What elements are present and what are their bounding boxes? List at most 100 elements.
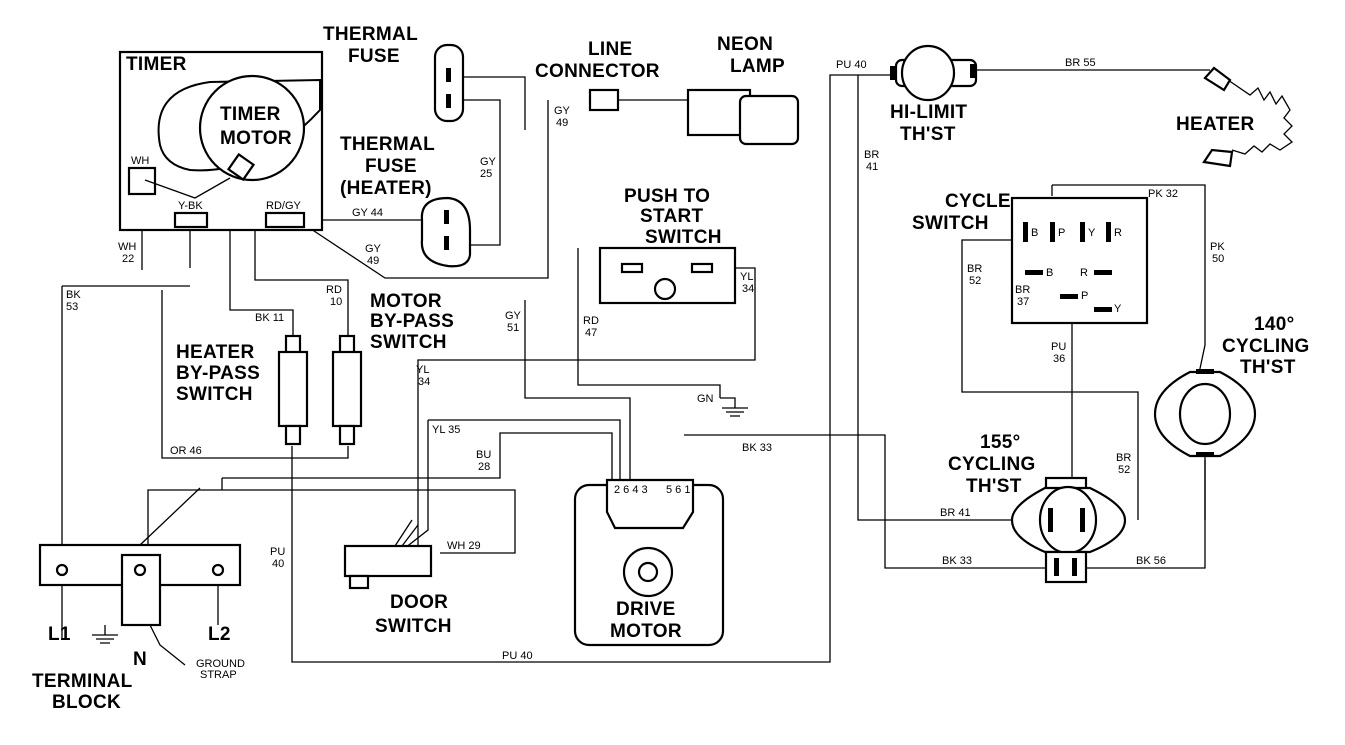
label-neon-lamp-2: LAMP xyxy=(730,56,785,77)
timer xyxy=(118,50,324,232)
wl-gy44: GY 44 xyxy=(352,207,383,219)
label-motor-bypass-2: BY-PASS xyxy=(370,311,454,332)
thermal-fuse-body xyxy=(433,43,465,123)
wl-bk11: BK 11 xyxy=(255,312,284,324)
wire-rd10 xyxy=(254,228,349,338)
label-terminal-block-2: BLOCK xyxy=(52,692,121,713)
thermal-fuse-heater-pin-1 xyxy=(444,210,449,224)
heater-bypass-bottom xyxy=(284,424,302,446)
wl-pu40-bottom: PU 40 xyxy=(502,650,533,662)
term-cs-r2: R xyxy=(1080,267,1088,279)
wl-bk53-b: 53 xyxy=(66,301,78,313)
drive-motor-plug xyxy=(605,478,695,530)
label-cycle-switch-2: SWITCH xyxy=(912,213,989,234)
term-wh: WH xyxy=(131,155,149,167)
wl-gy51-a: GY xyxy=(505,310,522,322)
label-hi-limit-1: HI-LIMIT xyxy=(890,102,967,123)
label-cycling-155-3: TH'ST xyxy=(966,476,1022,497)
wl-pu36-a: PU xyxy=(1051,341,1066,353)
term-cs-b2: B xyxy=(1046,267,1053,279)
wl-pk50-b: 50 xyxy=(1212,253,1224,265)
terminal-ground-icon xyxy=(92,625,118,644)
wl-br52-a: BR xyxy=(967,263,982,275)
wl-gy49-top-a: GY xyxy=(554,105,571,117)
terminal-l1-screw xyxy=(55,563,69,577)
terminal-block xyxy=(38,543,242,644)
wire-thermal-line xyxy=(460,76,526,130)
wire-pu40 xyxy=(291,74,898,663)
label-neon-lamp-1: NEON xyxy=(717,34,773,55)
thermal-fuse-pin-1 xyxy=(446,68,451,82)
cycle-switch-pin-r xyxy=(1106,222,1111,242)
label-heater-bypass-3: SWITCH xyxy=(176,384,253,405)
label-cycling-155-2: CYCLING xyxy=(948,454,1036,475)
term-cs-p: P xyxy=(1058,227,1065,239)
wl-pu36-b: 36 xyxy=(1053,353,1065,365)
cycling-140-pin-2 xyxy=(1196,452,1214,457)
wl-bk53-a: BK xyxy=(66,289,81,301)
cycle-switch-pin-p xyxy=(1050,222,1055,242)
door-switch-lever xyxy=(394,519,419,547)
wire-labels: WH 22 BK 53 GY 44 GY 25 GY 49 GY 49 RD 1… xyxy=(66,57,1225,662)
cycle-switch-pin-y2 xyxy=(1094,307,1112,312)
label-drive-motor-1: DRIVE xyxy=(616,599,676,620)
wire-bu28 xyxy=(222,432,613,484)
cycling-140-body xyxy=(1178,382,1232,446)
cycling-155-thermostat xyxy=(1010,476,1127,584)
label-cycling-155-1: 155° xyxy=(980,432,1021,453)
motor-bypass-bottom xyxy=(338,424,356,446)
cycle-switch-pin-p2 xyxy=(1060,294,1078,299)
wire-bk11 xyxy=(229,218,294,338)
wl-gy49-top-b: 49 xyxy=(556,117,568,129)
hi-limit-pin-1 xyxy=(890,66,895,80)
term-ybk: Y-BK xyxy=(178,200,203,212)
drive-motor xyxy=(573,478,725,647)
wl-or46: OR 46 xyxy=(170,445,202,457)
door-switch xyxy=(343,519,433,590)
wire-pk32 xyxy=(1051,184,1206,379)
wl-br41-b: 41 xyxy=(866,161,878,173)
timer-motor xyxy=(198,74,306,182)
wire-bk53 xyxy=(61,230,191,640)
door-switch-foot xyxy=(348,574,370,590)
thermal-fuse-heater xyxy=(420,196,472,268)
thermal-fuse-pin-2 xyxy=(446,94,451,108)
component-labels: TIMER TIMER MOTOR THERMAL FUSE THERMAL F… xyxy=(32,24,1310,713)
wl-yl34-b: 34 xyxy=(418,376,430,388)
wl-pk50-a: PK xyxy=(1210,241,1225,253)
wl-pk32: PK 32 xyxy=(1148,188,1178,200)
neon-lamp xyxy=(686,88,800,146)
label-timer-motor-2: MOTOR xyxy=(220,128,292,149)
term-cs-y2: Y xyxy=(1114,303,1122,315)
wl-bk33-bottom: BK 33 xyxy=(942,555,972,567)
wl-rd47-b: 47 xyxy=(585,327,597,339)
wl-gy25-b: 25 xyxy=(480,168,492,180)
label-heater-bypass-1: HEATER xyxy=(176,342,255,363)
wire-neutral xyxy=(139,478,223,546)
wire-gy51 xyxy=(524,300,631,484)
drive-motor-shaft-inner xyxy=(637,561,659,583)
label-thermal-fuse-heater-2: FUSE xyxy=(365,156,417,177)
heater-terminal-top xyxy=(1203,66,1232,92)
cycling-155-pin-3 xyxy=(1054,558,1059,576)
gn-ground-icon xyxy=(722,407,748,417)
wl-rd10-b: 10 xyxy=(330,296,342,308)
neon-lamp-cap xyxy=(738,94,800,146)
wl-br52-b: 52 xyxy=(969,275,981,287)
wire-gy49 xyxy=(304,100,549,279)
door-switch-body xyxy=(343,544,433,578)
wl-bk33: BK 33 xyxy=(742,442,772,454)
label-cycle-switch-1: CYCLE xyxy=(945,191,1011,212)
label-motor-bypass-1: MOTOR xyxy=(370,291,442,312)
wire-yl35 xyxy=(404,419,621,549)
label-cycling-140-2: CYCLING xyxy=(1222,336,1310,357)
label-hi-limit-2: TH'ST xyxy=(900,124,956,145)
term-motor-pins2: 5 6 1 xyxy=(666,484,690,496)
wl-pu40-b: 40 xyxy=(272,558,284,570)
wl-br41-h: BR 41 xyxy=(940,507,971,519)
term-gn: GN xyxy=(697,393,714,405)
heater-coil xyxy=(1227,79,1294,155)
wl-wh22-a: WH xyxy=(118,241,136,253)
hi-limit-pin-2 xyxy=(970,64,975,78)
label-l1: L1 xyxy=(48,624,71,645)
